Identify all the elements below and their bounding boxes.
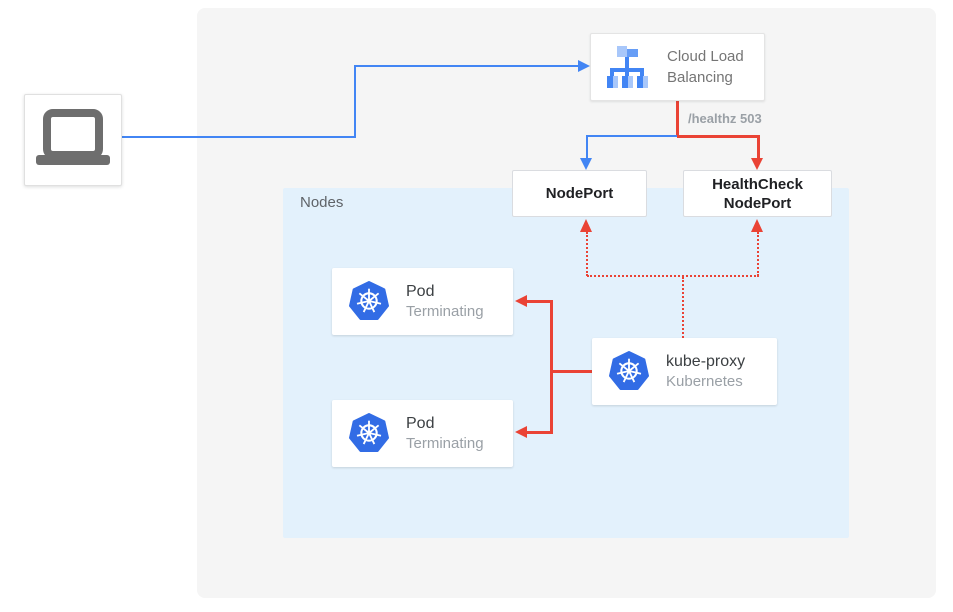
- kube-proxy-title: kube-proxy: [666, 353, 746, 370]
- kubernetes-icon: [609, 351, 649, 391]
- kube-proxy-node: kube-proxy Kubernetes: [592, 338, 777, 405]
- healthz-503-label: /healthz 503: [688, 111, 762, 126]
- arrowhead-into-healthcheck: [751, 158, 763, 170]
- kube-proxy-subtitle: Kubernetes: [666, 373, 743, 390]
- branch-to-pod2-line: [526, 431, 552, 434]
- load-balancer-label-line2: Balancing: [667, 69, 733, 86]
- pod-terminating-1: Pod Terminating: [332, 268, 513, 335]
- arrowhead-into-nodeport: [580, 158, 592, 170]
- kubernetes-icon: [349, 413, 389, 453]
- branch-to-pod1-line: [526, 300, 552, 303]
- client-to-lb-line-h2: [354, 65, 578, 67]
- healthcheck-label-line2: NodePort: [723, 195, 792, 212]
- nodes-label: Nodes: [300, 194, 344, 211]
- laptop-icon: [36, 109, 110, 165]
- arrowhead-into-pod2: [515, 426, 527, 438]
- pod2-title: Pod: [406, 415, 435, 432]
- cloud-load-balancing-icon: [607, 46, 648, 88]
- lb-to-healthcheck-line-v: [757, 135, 760, 160]
- pod1-status: Terminating: [406, 303, 484, 320]
- lb-to-nodeport-line-h: [587, 135, 677, 137]
- lb-to-healthcheck-line-h: [677, 135, 759, 138]
- healthcheck-nodeport-node: HealthCheck NodePort: [683, 170, 832, 217]
- kubeproxy-dotted-line-h: [587, 275, 759, 277]
- client-to-lb-line-h1: [122, 136, 356, 138]
- client-node: [24, 94, 122, 186]
- dotted-line-to-healthcheck: [757, 232, 759, 276]
- pods-tree-line-v: [550, 300, 553, 434]
- nodeport-node: NodePort: [512, 170, 647, 217]
- healthcheck-label-line1: HealthCheck: [712, 176, 803, 193]
- lb-stem-line-red: [676, 101, 679, 137]
- kubeproxy-dotted-line-v: [682, 277, 684, 338]
- pod-terminating-2: Pod Terminating: [332, 400, 513, 467]
- lb-to-nodeport-line-v: [586, 135, 588, 160]
- arrowhead-up-nodeport: [580, 219, 592, 232]
- pod2-status: Terminating: [406, 435, 484, 452]
- load-balancer-label: Cloud Load Balancing: [667, 46, 744, 88]
- kubernetes-icon: [349, 281, 389, 321]
- kubeproxy-to-tree-line: [551, 370, 592, 373]
- arrowhead-into-load-balancer: [578, 60, 590, 72]
- pod1-title: Pod: [406, 283, 435, 300]
- arrowhead-up-healthcheck: [751, 219, 763, 232]
- dotted-line-to-nodeport: [586, 232, 588, 276]
- arrowhead-into-pod1: [515, 295, 527, 307]
- load-balancer-label-line1: Cloud Load: [667, 48, 744, 65]
- cloud-load-balancing-node: Cloud Load Balancing: [590, 33, 765, 101]
- client-to-lb-line-v: [354, 65, 356, 138]
